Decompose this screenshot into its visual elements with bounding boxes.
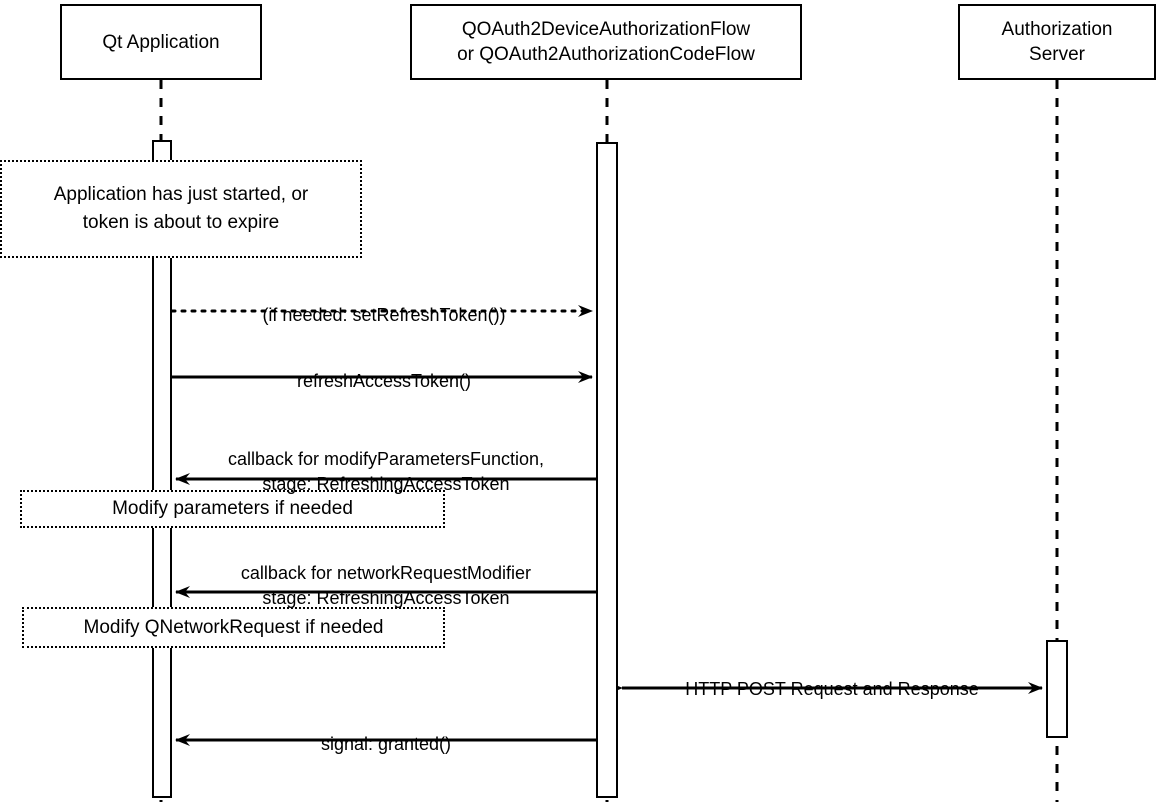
message-label-callback-network-request-modifier: callback for networkRequestModifier stag… bbox=[176, 536, 596, 611]
message-label-signal-granted: signal: granted() bbox=[176, 707, 596, 757]
note-text-modify-parameters: Modify parameters if needed bbox=[112, 498, 353, 519]
note-modify-parameters: Modify parameters if needed bbox=[20, 490, 445, 528]
message-label-set-refresh-token: (if needed: setRefreshToken()) bbox=[180, 278, 588, 328]
activation-bar-oauth2-flow bbox=[596, 142, 618, 798]
note-text-app-started: Application has just started, or token i… bbox=[53, 184, 309, 233]
participant-authorization-server[interactable]: Authorization Server bbox=[958, 4, 1156, 80]
message-text-set-refresh-token: (if needed: setRefreshToken()) bbox=[262, 305, 506, 325]
message-text-refresh-access-token: refreshAccessToken() bbox=[296, 371, 472, 391]
message-label-callback-modify-parameters: callback for modifyParametersFunction, s… bbox=[176, 422, 596, 497]
participant-oauth2-flow[interactable]: QOAuth2DeviceAuthorizationFlow or QOAuth… bbox=[410, 4, 802, 80]
participant-label-oauth2-flow: QOAuth2DeviceAuthorizationFlow or QOAuth… bbox=[457, 19, 755, 65]
note-app-started: Application has just started, or token i… bbox=[0, 160, 362, 258]
activation-bar-authorization-server bbox=[1046, 640, 1068, 738]
note-text-modify-network-request: Modify QNetworkRequest if needed bbox=[83, 616, 384, 638]
message-text-signal-granted: signal: granted() bbox=[320, 734, 452, 754]
message-label-refresh-access-token: refreshAccessToken() bbox=[180, 344, 588, 394]
participant-label-qt-application: Qt Application bbox=[102, 31, 220, 53]
note-modify-network-request: Modify QNetworkRequest if needed bbox=[22, 607, 445, 648]
message-label-http-post: HTTP POST Request and Response bbox=[620, 652, 1044, 702]
message-text-callback-network-request-modifier: callback for networkRequestModifier stag… bbox=[240, 563, 532, 608]
message-text-http-post: HTTP POST Request and Response bbox=[685, 679, 979, 699]
message-text-callback-modify-parameters: callback for modifyParametersFunction, s… bbox=[227, 449, 545, 494]
participant-label-authorization-server: Authorization Server bbox=[1001, 19, 1113, 65]
participant-qt-application[interactable]: Qt Application bbox=[60, 4, 262, 80]
